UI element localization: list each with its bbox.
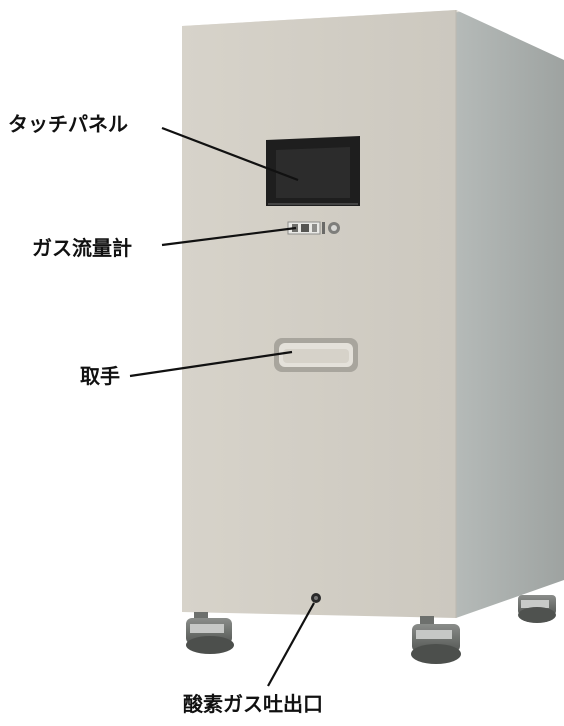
oxygen-outlet <box>311 593 321 603</box>
leader-line-gas-flow-meter <box>161 226 297 247</box>
caster-front-left <box>186 612 234 654</box>
leader-line-oxygen-outlet <box>267 602 315 687</box>
label-touch-panel: タッチパネル <box>8 112 128 136</box>
cabinet-side <box>456 10 564 618</box>
leader-line-touch-panel <box>161 126 299 182</box>
cabinet-front <box>182 10 456 618</box>
touch-panel <box>266 136 360 206</box>
label-handle: 取手 <box>80 364 120 388</box>
label-oxygen-outlet: 酸素ガス吐出口 <box>183 692 323 716</box>
label-gas-flow-meter: ガス流量計 <box>32 236 132 260</box>
caster-back-right <box>518 595 556 623</box>
gas-flow-meter <box>287 221 340 235</box>
caster-front-right <box>411 616 461 664</box>
handle <box>274 338 358 372</box>
leader-line-handle <box>129 350 293 378</box>
